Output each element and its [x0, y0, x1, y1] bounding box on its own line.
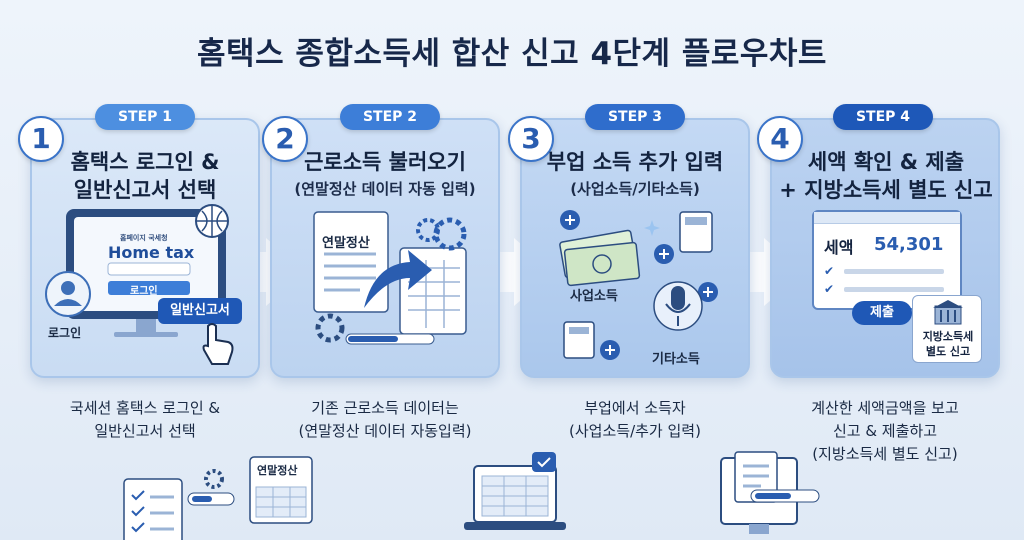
step3-pill: STEP 3: [585, 104, 685, 130]
step4-heading-line1: 세액 확인 & 제출: [807, 150, 965, 174]
homtax-logo-small: 홈페이지 국세청: [120, 234, 168, 242]
income-icons: [559, 210, 718, 360]
computer-login-icon: [66, 204, 229, 337]
step1-heading-line2: 일반신고서 선택: [73, 178, 217, 202]
step2-desc-line2: (연말정산 데이터 자동입력): [298, 422, 472, 440]
step4-pill: STEP 4: [833, 104, 933, 130]
step1-number: 1: [18, 116, 64, 162]
bottom-year-end-label: 연말정산: [257, 464, 298, 477]
other-income-label: 기타소득: [652, 352, 700, 367]
tax-summary-window: 세액 54,301 ✔ ✔: [812, 210, 962, 310]
hometax-logo: Home tax: [108, 243, 195, 262]
local-tax-line2: 별도 신고: [925, 345, 971, 358]
step4-heading: 세액 확인 & 제출 + 지방소득세 별도 신고: [775, 148, 997, 204]
building-icon: [933, 300, 963, 325]
checklist-doc-icon: [123, 456, 313, 540]
step1-heading-line1: 홈택스 로그인 &: [70, 150, 220, 174]
page-title: 홈택스 종합소득세 합산 신고 4단계 플로우차트: [197, 36, 827, 72]
step3-desc-line2: (사업소득/추가 입력): [569, 422, 701, 440]
step1-heading: 홈택스 로그인 & 일반신고서 선택: [40, 148, 250, 204]
tax-label: 세액: [824, 238, 854, 257]
laptop-check-icon: [464, 452, 566, 530]
step4-desc-line1: 계산한 세액금액을 보고: [811, 399, 959, 417]
step4-description: 계산한 세액금액을 보고 신고 & 제출하고 (지방소득세 별도 신고): [765, 397, 1005, 466]
submit-button[interactable]: 제출: [852, 301, 912, 325]
step4-number: 4: [757, 116, 803, 162]
step2-subheading: (연말정산 데이터 자동 입력): [294, 180, 476, 198]
step1-description: 국세션 홈택스 로그인 & 일반신고서 선택: [25, 397, 265, 443]
step3-heading: 부업 소득 추가 입력: [546, 150, 724, 174]
step2-heading: 근로소득 불러오기: [304, 150, 466, 174]
step4-heading-line2: + 지방소득세 별도 신고: [779, 178, 993, 202]
step2-desc-line1: 기존 근로소득 데이터는: [311, 399, 459, 417]
login-label: 로그인: [48, 326, 82, 340]
local-tax-line1: 지방소득세: [922, 330, 974, 343]
user-avatar-icon: [45, 271, 91, 317]
step4-desc-line2: 신고 & 제출하고: [832, 422, 938, 440]
step2-number: 2: [262, 116, 308, 162]
step3-description: 부업에서 소득자 (사업소득/추가 입력): [515, 397, 755, 443]
check-icon-1: ✔: [824, 264, 835, 278]
step1-desc-line2: 일반신고서 선택: [94, 422, 196, 440]
tax-value: 54,301: [874, 234, 944, 255]
local-tax-card: 지방소득세 별도 신고: [912, 295, 982, 363]
monitor-upload-icon: [720, 451, 820, 534]
step2-description: 기존 근로소득 데이터는 (연말정산 데이터 자동입력): [265, 397, 505, 443]
business-income-label: 사업소득: [570, 289, 618, 304]
step1-desc-line1: 국세션 홈택스 로그인 &: [69, 399, 221, 417]
report-form-button[interactable]: 일반신고서: [158, 298, 242, 324]
step3-number: 3: [508, 116, 554, 162]
document-import-icon: [313, 211, 467, 345]
step3-subheading: (사업소득/기타소득): [570, 180, 700, 198]
pointer-hand-icon: [202, 323, 234, 365]
step3-desc-line1: 부업에서 소득자: [584, 399, 686, 417]
year-end-doc-label: 연말정산: [322, 236, 370, 251]
step2-pill: STEP 2: [340, 104, 440, 130]
step1-pill: STEP 1: [95, 104, 195, 130]
check-icon-2: ✔: [824, 282, 835, 296]
step4-desc-line3: (지방소득세 별도 신고): [812, 445, 958, 463]
login-button[interactable]: 로그인: [130, 286, 158, 297]
